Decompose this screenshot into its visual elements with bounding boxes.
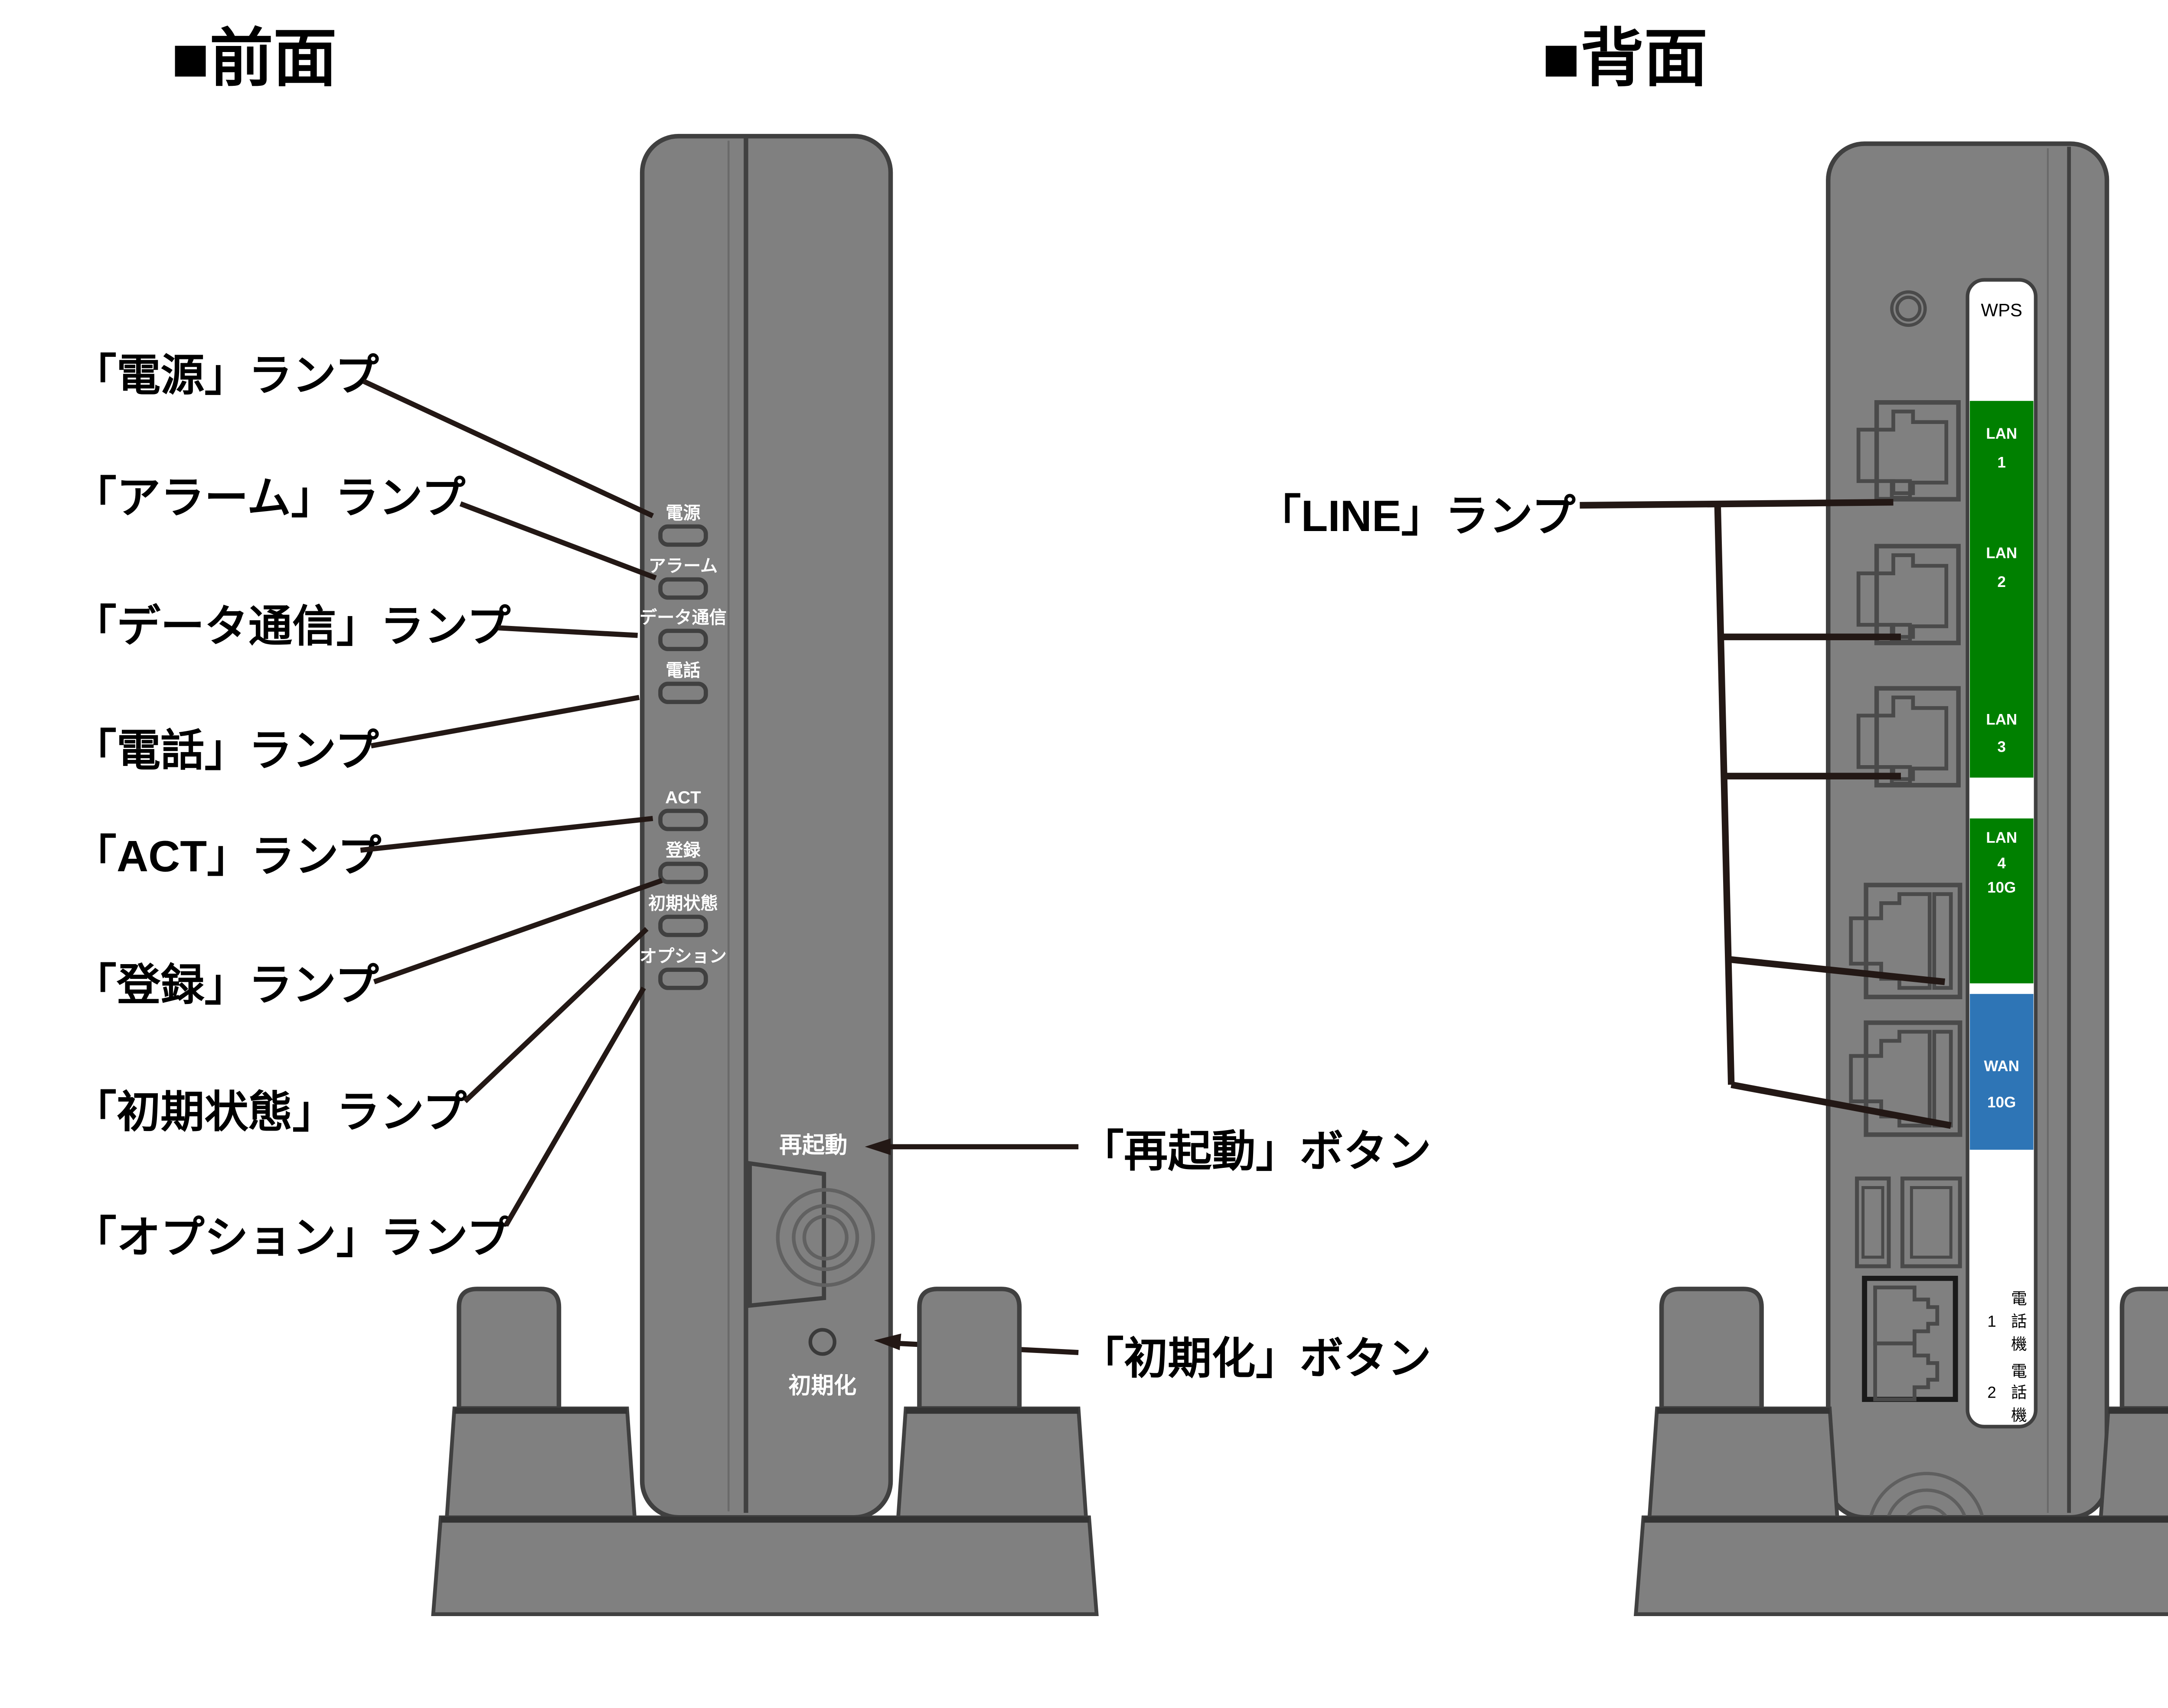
front-device-body — [640, 134, 893, 1520]
back-view: ■背面 WPS LAN 1 LAN 2 LAN 3 LAN 4 — [1257, 23, 2168, 1614]
callout-line-lamp: 「LINE」ランプ — [1257, 492, 1576, 541]
leader-option-lamp — [503, 986, 646, 1227]
port-label-lan1-line2: 1 — [1998, 454, 2006, 471]
callout-restart-button: 「再起動」ボタン — [1080, 1127, 1431, 1176]
leader-initial-lamp — [463, 927, 649, 1103]
lan4-port — [1849, 883, 1962, 1000]
act-lamp-icon — [658, 808, 708, 831]
lamp-label-act: ACT — [665, 788, 701, 807]
leader-restart-arrow-icon — [865, 1138, 891, 1155]
leader-line-trunk — [1714, 505, 1735, 1085]
front-button-callouts: 「再起動」ボタン 「初期化」ボタン — [865, 1127, 1431, 1383]
port-label-lan1-line1: LAN — [1986, 425, 2017, 442]
phone2-jack-icon — [1873, 1341, 1939, 1402]
usb-ports — [1855, 1177, 1962, 1268]
lan1-port — [1856, 400, 1961, 502]
port-label-lan2-line1: LAN — [1986, 545, 2017, 562]
port-label-lan4-line1: LAN — [1986, 829, 2017, 846]
phone-port-labels: 1 電 話 機 2 電 話 機 — [1987, 1290, 2027, 1424]
line-lamp-callout-group: 「LINE」ランプ — [1257, 492, 1952, 1129]
reset-button-icon — [808, 1328, 836, 1356]
lan3-port — [1856, 686, 1961, 788]
leader-alarm-lamp — [459, 501, 657, 580]
usb-port1-icon — [1855, 1177, 1891, 1268]
lan-green-section — [1969, 401, 2034, 778]
phone-jacks — [1862, 1275, 1958, 1402]
restart-button-area: 再起動 — [748, 1133, 875, 1308]
leader-line-lan4 — [1726, 955, 1946, 985]
port-label-lan4-line2: 4 — [1998, 855, 2006, 872]
phone2-char3: 機 — [2011, 1406, 2027, 1424]
restart-button-ring-outer — [776, 1188, 875, 1287]
leader-act-lamp — [360, 816, 653, 853]
port-label-wan-line1: WAN — [1984, 1058, 2019, 1075]
callout-phone-lamp: 「電話」ランプ — [73, 726, 379, 775]
front-callouts: 「電源」ランプ 「アラーム」ランプ 「データ通信」ランプ 「電話」ランプ 「AC… — [73, 351, 663, 1262]
leader-phone-lamp — [370, 694, 640, 749]
front-body-shape — [640, 134, 893, 1520]
lan1-line-led-icon — [1890, 479, 1912, 500]
phone2-char1: 電 — [2011, 1362, 2027, 1380]
lamp-label-alarm: アラーム — [649, 556, 718, 576]
phone1-char3: 機 — [2011, 1335, 2027, 1353]
lan2-port — [1856, 544, 1961, 645]
callout-alarm-lamp: 「アラーム」ランプ — [73, 473, 466, 522]
lan-ports — [1849, 400, 1962, 1137]
phone-lamp-icon — [658, 681, 708, 704]
port-label-wan-line2: 10G — [1987, 1094, 2016, 1111]
lamp-label-power: 電源 — [666, 503, 700, 523]
lamp-label-phone: 電話 — [666, 661, 700, 680]
initial-lamp-icon — [658, 914, 708, 937]
reset-button-area: 初期化 — [788, 1328, 856, 1398]
lamp-label-initial: 初期状態 — [648, 893, 718, 913]
leader-reset-arrow-icon — [874, 1333, 901, 1350]
restart-button-icon — [802, 1214, 849, 1261]
restart-button-label: 再起動 — [779, 1133, 847, 1158]
callout-data-lamp: 「データ通信」ランプ — [73, 602, 511, 651]
lamp-label-data: データ通信 — [640, 608, 727, 627]
callout-reset-button: 「初期化」ボタン — [1080, 1334, 1431, 1383]
option-lamp-icon — [658, 968, 708, 990]
leader-power-lamp — [362, 379, 654, 518]
register-lamp-icon — [658, 861, 708, 884]
callout-initial-lamp: 「初期状態」ランプ — [73, 1088, 467, 1137]
wps-label: WPS — [1981, 300, 2022, 320]
leader-line-wan — [1730, 1081, 1952, 1129]
lamp-label-register: 登録 — [665, 841, 701, 860]
front-lamp-panel: 電源 アラーム データ通信 電話 ACT 登録 初期状態 オプション — [640, 503, 727, 990]
callout-act-lamp: 「ACT」ランプ — [73, 832, 382, 881]
leader-line-lan1 — [1580, 499, 1894, 509]
port-label-lan2-line2: 2 — [1998, 574, 2006, 590]
phone2-char2: 話 — [2011, 1384, 2027, 1402]
phone1-number: 1 — [1987, 1313, 1996, 1330]
back-title: ■背面 — [1542, 23, 1708, 94]
wps-button-icon — [1890, 290, 1927, 327]
callout-register-lamp: 「登録」ランプ — [73, 961, 379, 1010]
phone1-char2: 話 — [2011, 1313, 2027, 1330]
lan4-line-led-icon — [1932, 892, 1953, 990]
front-view: ■前面 電源 アラーム データ通信 電話 ACT 登録 初期状態 オプション — [73, 23, 1431, 1614]
back-label-strip: WPS LAN 1 LAN 2 LAN 3 LAN 4 10G WAN 10G … — [1966, 278, 2038, 1429]
data-lamp-icon — [658, 629, 708, 652]
port-label-lan4-line3: 10G — [1987, 879, 2016, 896]
usb-port2-icon — [1900, 1177, 1962, 1268]
port-label-lan3-line1: LAN — [1986, 711, 2017, 728]
lamp-label-option: オプション — [640, 947, 727, 966]
callout-power-lamp: 「電源」ランプ — [73, 351, 379, 400]
alarm-lamp-icon — [658, 577, 708, 600]
wan-blue-section — [1969, 994, 2034, 1150]
leader-register-lamp — [373, 878, 663, 984]
reset-button-label: 初期化 — [788, 1373, 856, 1398]
phone2-number: 2 — [1987, 1384, 1996, 1402]
power-lamp-icon — [658, 524, 708, 547]
callout-option-lamp: 「オプション」ランプ — [73, 1213, 511, 1262]
front-title: ■前面 — [171, 23, 337, 94]
lan2-line-led-icon — [1890, 623, 1912, 644]
restart-button-ring-mid — [792, 1204, 859, 1271]
leader-data-lamp — [498, 625, 638, 638]
port-label-lan3-line2: 3 — [1998, 738, 2006, 755]
phone1-char1: 電 — [2011, 1290, 2027, 1307]
restart-button-plate — [748, 1161, 826, 1308]
lan4-green-section — [1969, 818, 2034, 984]
